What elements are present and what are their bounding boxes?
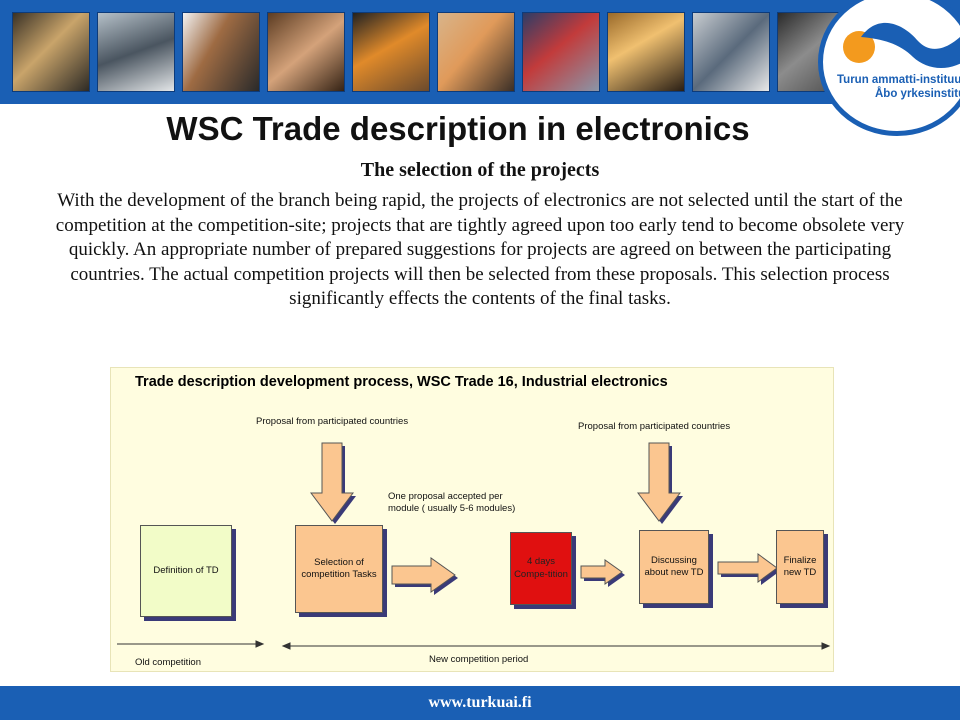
photo-7	[522, 12, 600, 92]
right-arrow-1	[391, 557, 456, 593]
logo-line-1: Turun ammatti-instituutti	[837, 74, 960, 86]
footer-website-link[interactable]: www.turkuai.fi	[428, 694, 532, 711]
old-competition-label: Old competition	[135, 657, 202, 668]
header-banner	[0, 0, 960, 104]
down-arrow-right	[637, 442, 681, 522]
right-arrow-3	[717, 553, 778, 583]
accepted-note: One proposal accepted per module ( usual…	[388, 491, 515, 515]
diagram-title: Trade description development process, W…	[135, 374, 668, 390]
institute-logo: Turun ammatti-instituutti Åbo yrkesinsti…	[818, 0, 960, 136]
wave-icon	[861, 22, 960, 68]
logo-text: Turun ammatti-instituutti Åbo yrkesinsti…	[837, 73, 960, 101]
proposal-left-label: Proposal from participated countries	[256, 416, 409, 427]
logo-line-2: Åbo yrkesinstitut	[875, 88, 960, 100]
photo-9	[692, 12, 770, 92]
box-competition-label: 4 days Compe-tition	[514, 556, 568, 580]
photo-1	[12, 12, 90, 92]
page-subtitle: The selection of the projects	[360, 159, 600, 181]
page-title: WSC Trade description in electronics	[166, 110, 750, 147]
photo-2	[97, 12, 175, 92]
box-discussing-label: Discussing about new TD	[644, 554, 704, 579]
new-competition-label: New competition period	[429, 654, 529, 665]
photo-3	[182, 12, 260, 92]
process-diagram: Trade description development process, W…	[110, 367, 834, 672]
diagram-arrows	[117, 442, 831, 650]
photo-strip	[12, 12, 855, 92]
box-finalize-label: Finalize new TD	[783, 554, 817, 579]
box-discussing-new-td: Discussing about new TD	[639, 530, 709, 604]
proposal-right-label: Proposal from participated countries	[578, 421, 731, 432]
box-selection-of-tasks: Selection of competition Tasks	[295, 525, 383, 613]
accepted-line-1: One proposal accepted per	[388, 491, 503, 502]
photo-6	[437, 12, 515, 92]
down-arrow-left	[310, 442, 354, 522]
accepted-line-2: module ( usually 5-6 modules)	[388, 503, 516, 514]
box-selection-label: Selection of competition Tasks	[301, 556, 377, 581]
box-definition-of-td: Definition of TD	[140, 525, 232, 617]
photo-8	[607, 12, 685, 92]
footer-bar: www.turkuai.fi	[0, 686, 960, 720]
body-paragraph: With the development of the branch being…	[55, 190, 905, 309]
box-competition: 4 days Compe-tition	[510, 532, 572, 605]
box-finalize-new-td: Finalize new TD	[776, 530, 824, 604]
photo-4	[267, 12, 345, 92]
photo-5	[352, 12, 430, 92]
right-arrow-2	[580, 559, 623, 585]
box-definition-label: Definition of TD	[153, 564, 219, 576]
